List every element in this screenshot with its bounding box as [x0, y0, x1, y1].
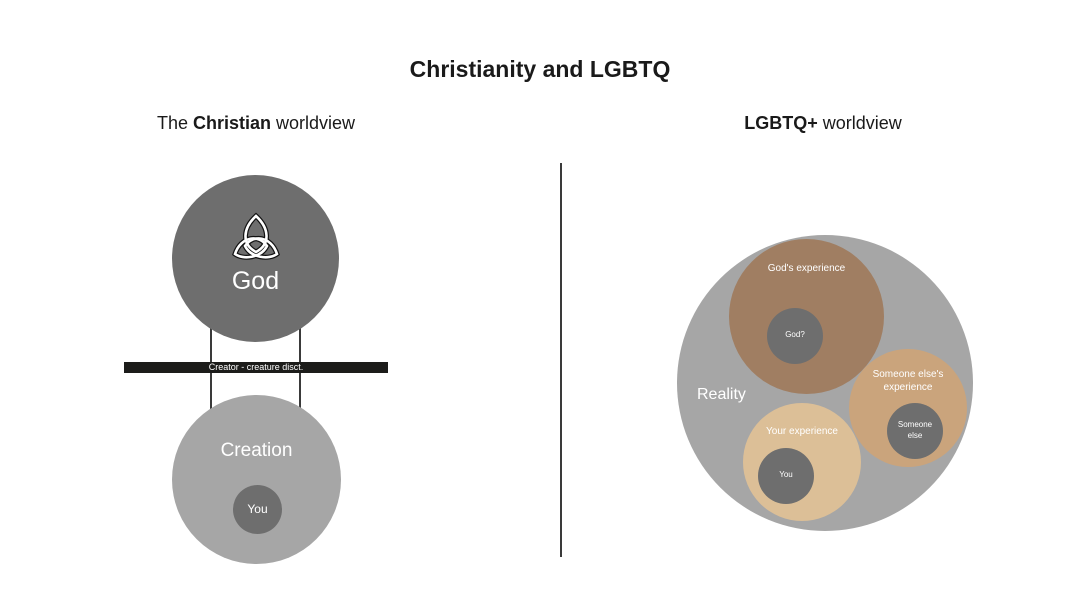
heading-suffix: worldview [271, 113, 356, 133]
god-circle: God [172, 175, 339, 342]
gods-experience-circle: God's experience God? [729, 239, 884, 394]
heading-prefix: The [156, 113, 193, 133]
your-experience-label: Your experience [766, 426, 838, 437]
you-circle-right: You [758, 448, 814, 504]
someone-else-label: Someone else [897, 420, 933, 440]
heading-bold: Christian [192, 113, 271, 133]
lgbtq-worldview-heading: LGBTQ+ worldview [700, 113, 946, 134]
reality-label: Reality [697, 386, 746, 403]
creation-circle: Creation You [172, 395, 341, 564]
god-question-circle: God? [767, 308, 823, 364]
you-label-right: You [779, 470, 793, 479]
christian-worldview-heading: The Christian worldview [120, 113, 392, 134]
heading-suffix: worldview [817, 113, 902, 133]
someone-else-experience-label: Someone else's experience [872, 369, 944, 393]
heading-bold: LGBTQ+ [744, 113, 818, 133]
your-experience-circle: Your experience You [743, 403, 861, 521]
god-question-label: God? [785, 330, 805, 339]
gods-experience-label: God's experience [767, 263, 846, 274]
someone-else-circle: Someone else [887, 403, 943, 459]
you-label: You [247, 502, 268, 516]
page-title: Christianity and LGBTQ [409, 56, 671, 82]
creator-creature-distinction-bar: Creator - creature disct. [124, 362, 388, 373]
someone-else-experience-circle: Someone else's experience Someone else [849, 349, 967, 467]
you-circle: You [233, 485, 282, 534]
section-divider [560, 163, 562, 557]
god-label: God [231, 267, 280, 295]
trinity-knot-icon [232, 212, 280, 260]
creation-label: Creation [220, 440, 293, 461]
